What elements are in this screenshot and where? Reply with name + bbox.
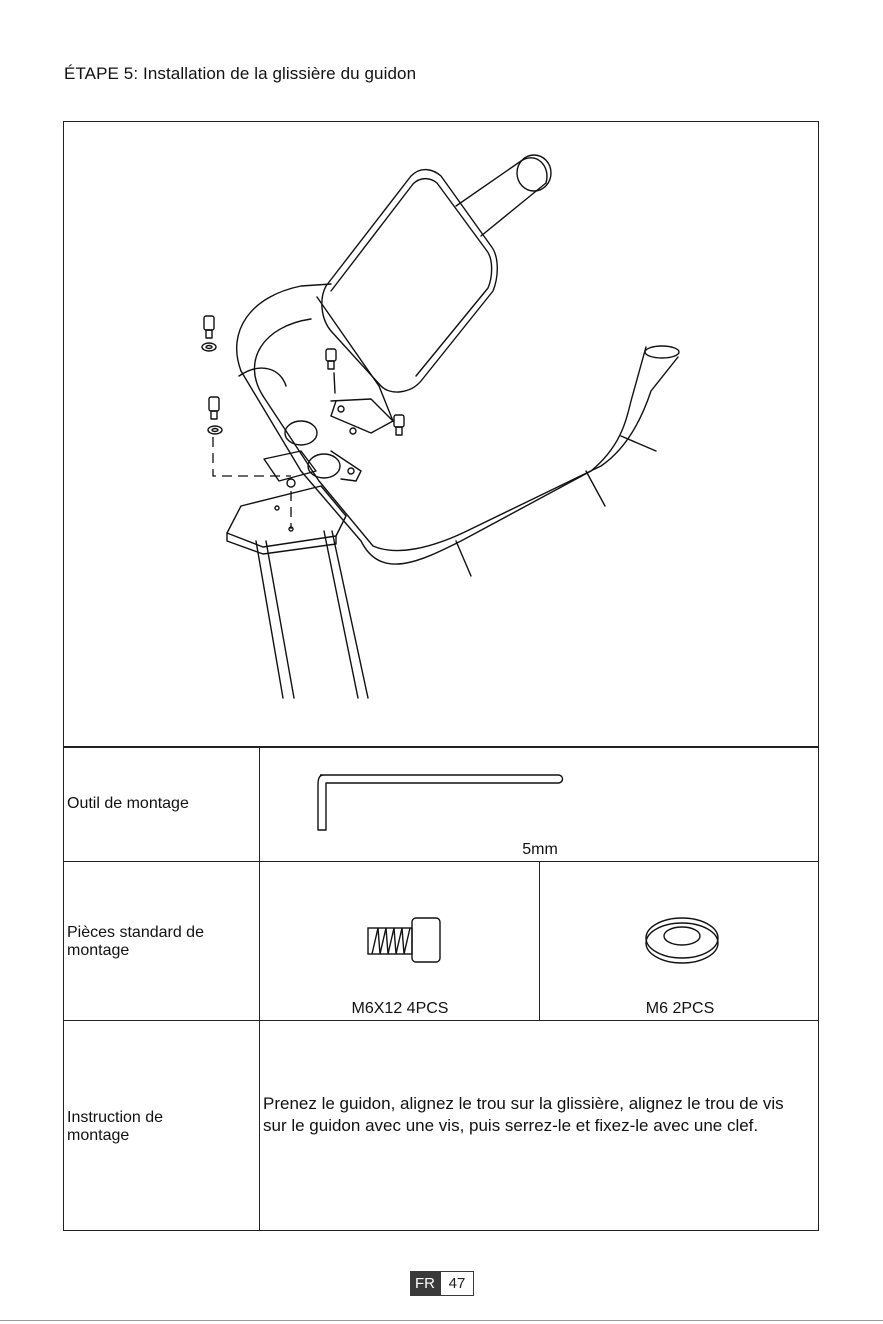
bolt-cell: M6X12 4PCS [259, 861, 540, 1021]
page-title: ÉTAPE 5: Installation de la glissière du… [64, 64, 416, 84]
bolt-spec: M6X12 4PCS [300, 1000, 500, 1018]
washer-spec: M6 2PCS [580, 1000, 780, 1018]
washer-icon [632, 910, 732, 970]
tool-label-cell: Outil de montage [63, 746, 260, 862]
language-tag: FR [410, 1271, 440, 1296]
illustration-frame [63, 121, 819, 748]
hex-key-icon [310, 767, 580, 837]
tool-label: Outil de montage [67, 795, 189, 813]
parts-label-cell: Pièces standard de montage [63, 861, 260, 1021]
tool-content-cell: 5mm [259, 746, 819, 862]
bottom-divider [0, 1320, 883, 1321]
page-badge: FR 47 [410, 1271, 474, 1296]
parts-label: Pièces standard de montage [67, 924, 247, 960]
bolt-icon [363, 910, 453, 970]
instruction-label: Instruction de montage [67, 1109, 197, 1145]
washer-cell: M6 2PCS [539, 861, 819, 1021]
page-number: 47 [440, 1271, 474, 1296]
handlebar-assembly-illustration [64, 122, 818, 747]
instruction-text: Prenez le guidon, alignez le trou sur la… [263, 1093, 811, 1137]
instruction-label-cell: Instruction de montage [63, 1020, 260, 1231]
tool-size: 5mm [500, 841, 580, 859]
instruction-content-cell: Prenez le guidon, alignez le trou sur la… [259, 1020, 819, 1231]
